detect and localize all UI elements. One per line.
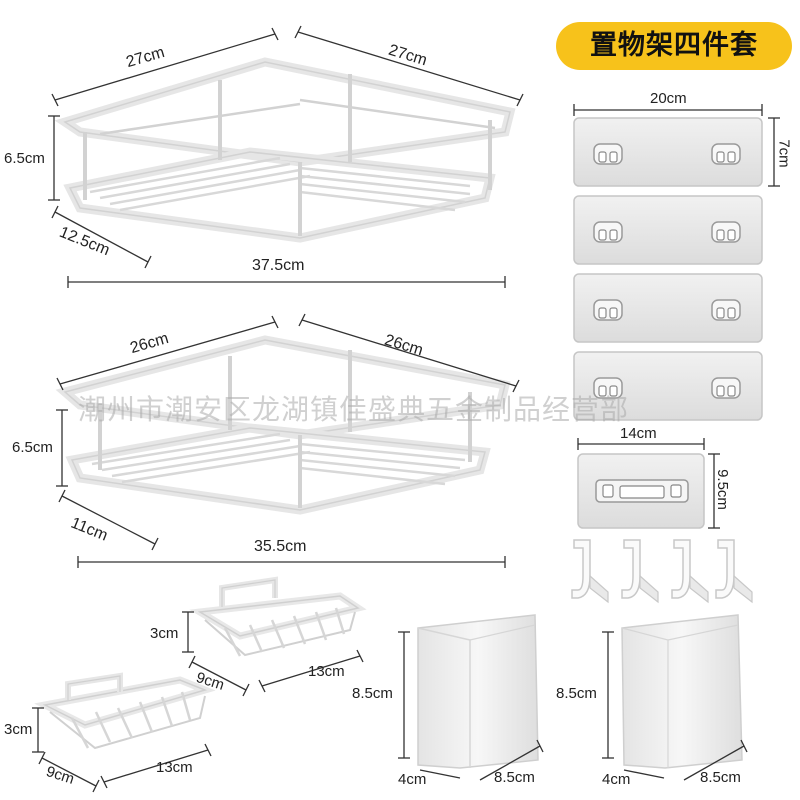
hook-2 [621, 539, 659, 603]
cup-a-height-label: 8.5cm [352, 685, 393, 702]
corner-shelf-small [55, 335, 511, 515]
cup-b-height-label: 8.5cm [556, 685, 597, 702]
cup-a-depth-label: 4cm [398, 771, 427, 788]
soap-dish-b-height-label: 3cm [4, 721, 33, 738]
adhesive-pad-1 [573, 117, 763, 187]
adhesive-pad-3 [573, 273, 763, 343]
small-pad-height-label: 9.5cm [713, 469, 731, 510]
hook-1 [571, 539, 609, 603]
pad-width-label: 20cm [650, 90, 687, 107]
dimension-lines [32, 25, 780, 793]
soap-dish-b [34, 672, 216, 750]
hook-3 [671, 539, 709, 603]
product-set-badge: 置物架四件套 [556, 22, 792, 70]
adhesive-pad-2 [573, 195, 763, 265]
cup-a-width-label: 8.5cm [494, 769, 535, 786]
cup-b-width-label: 8.5cm [700, 769, 741, 786]
pad-height-label: 7cm [775, 139, 793, 168]
soap-dish-a-length-label: 13cm [308, 663, 345, 680]
watermark: 潮州市潮安区龙湖镇佳盛典五金制品经营部 [78, 393, 630, 426]
cup-a [417, 614, 539, 769]
small-shelf-height-label: 6.5cm [12, 439, 53, 456]
cup-b-depth-label: 4cm [602, 771, 631, 788]
soap-dish-a-height-label: 3cm [150, 625, 179, 642]
cup-b [621, 614, 743, 769]
corner-shelf-large [54, 57, 516, 243]
large-shelf-height-label: 6.5cm [4, 150, 45, 167]
small-pad-width-label: 14cm [620, 425, 657, 442]
adhesive-pad-small [577, 453, 705, 529]
large-shelf-width-label: 37.5cm [252, 257, 305, 274]
hook-4 [715, 539, 753, 603]
soap-dish-b-length-label: 13cm [156, 759, 193, 776]
small-shelf-width-label: 35.5cm [254, 538, 307, 555]
soap-dish-a [189, 576, 367, 657]
